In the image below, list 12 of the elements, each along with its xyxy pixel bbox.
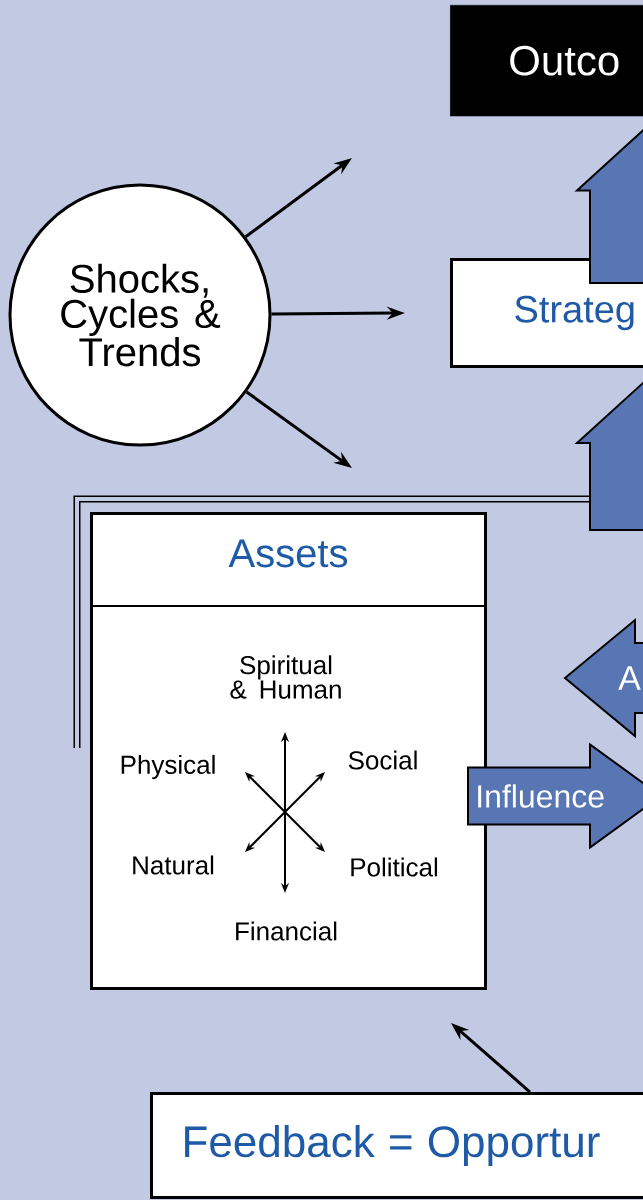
block-arrow bbox=[574, 381, 643, 531]
asset-label: Social bbox=[348, 750, 417, 770]
asset-label: Physical bbox=[121, 754, 215, 780]
asset-label: Financial bbox=[236, 921, 337, 941]
strategy-box: Strateg bbox=[450, 258, 643, 368]
outcome-box: Outco bbox=[450, 5, 643, 117]
block-arrow bbox=[467, 742, 643, 850]
block-arrow bbox=[574, 129, 643, 284]
asset-label: Spiritual & Human bbox=[230, 655, 341, 699]
feedback-box: Feedback = Opportur bbox=[150, 1092, 643, 1199]
asset-label: Political bbox=[351, 857, 438, 877]
asset-label: Natural bbox=[133, 855, 214, 875]
